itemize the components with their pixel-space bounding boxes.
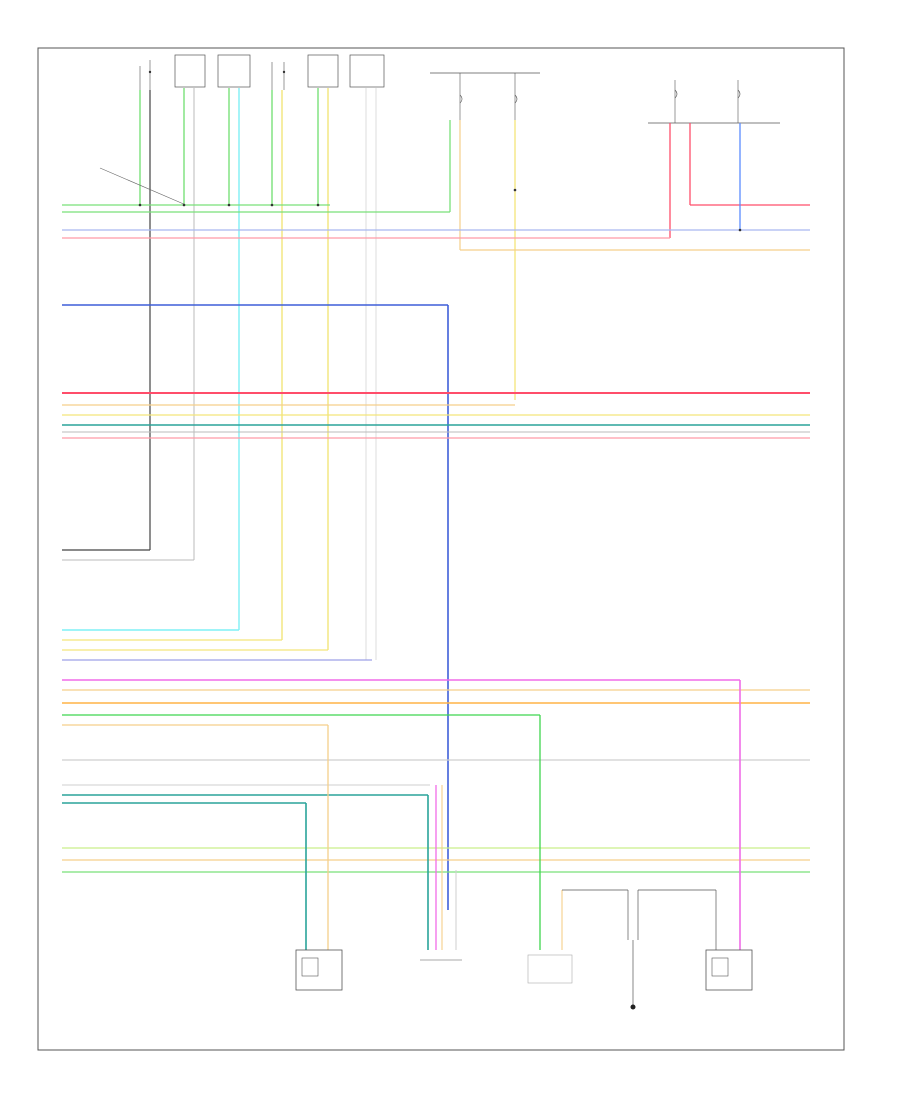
bottom-drops — [305, 680, 741, 950]
bottom-module-1 — [295, 949, 343, 991]
leader-line — [99, 167, 187, 206]
top-connector-4 — [271, 62, 286, 90]
top-connector-6 — [349, 54, 385, 88]
bottom-module-3 — [527, 954, 573, 984]
top-connector-leads — [139, 88, 377, 660]
fuse-box-center — [430, 72, 540, 120]
top-connector-3 — [217, 54, 251, 88]
bottom-ground-4 — [630, 940, 636, 1010]
bottom-module-5 — [705, 949, 753, 991]
bus-wires-top — [62, 204, 810, 251]
diagram-frame — [37, 47, 845, 1051]
bus-wires-middle — [62, 392, 810, 439]
bus-wires-lower-left — [62, 629, 372, 661]
fuse-box-right — [648, 80, 780, 124]
top-connector-2 — [174, 54, 206, 88]
top-connector-1 — [139, 60, 152, 90]
splice-dots — [138, 188, 742, 232]
top-connector-5 — [307, 54, 339, 88]
